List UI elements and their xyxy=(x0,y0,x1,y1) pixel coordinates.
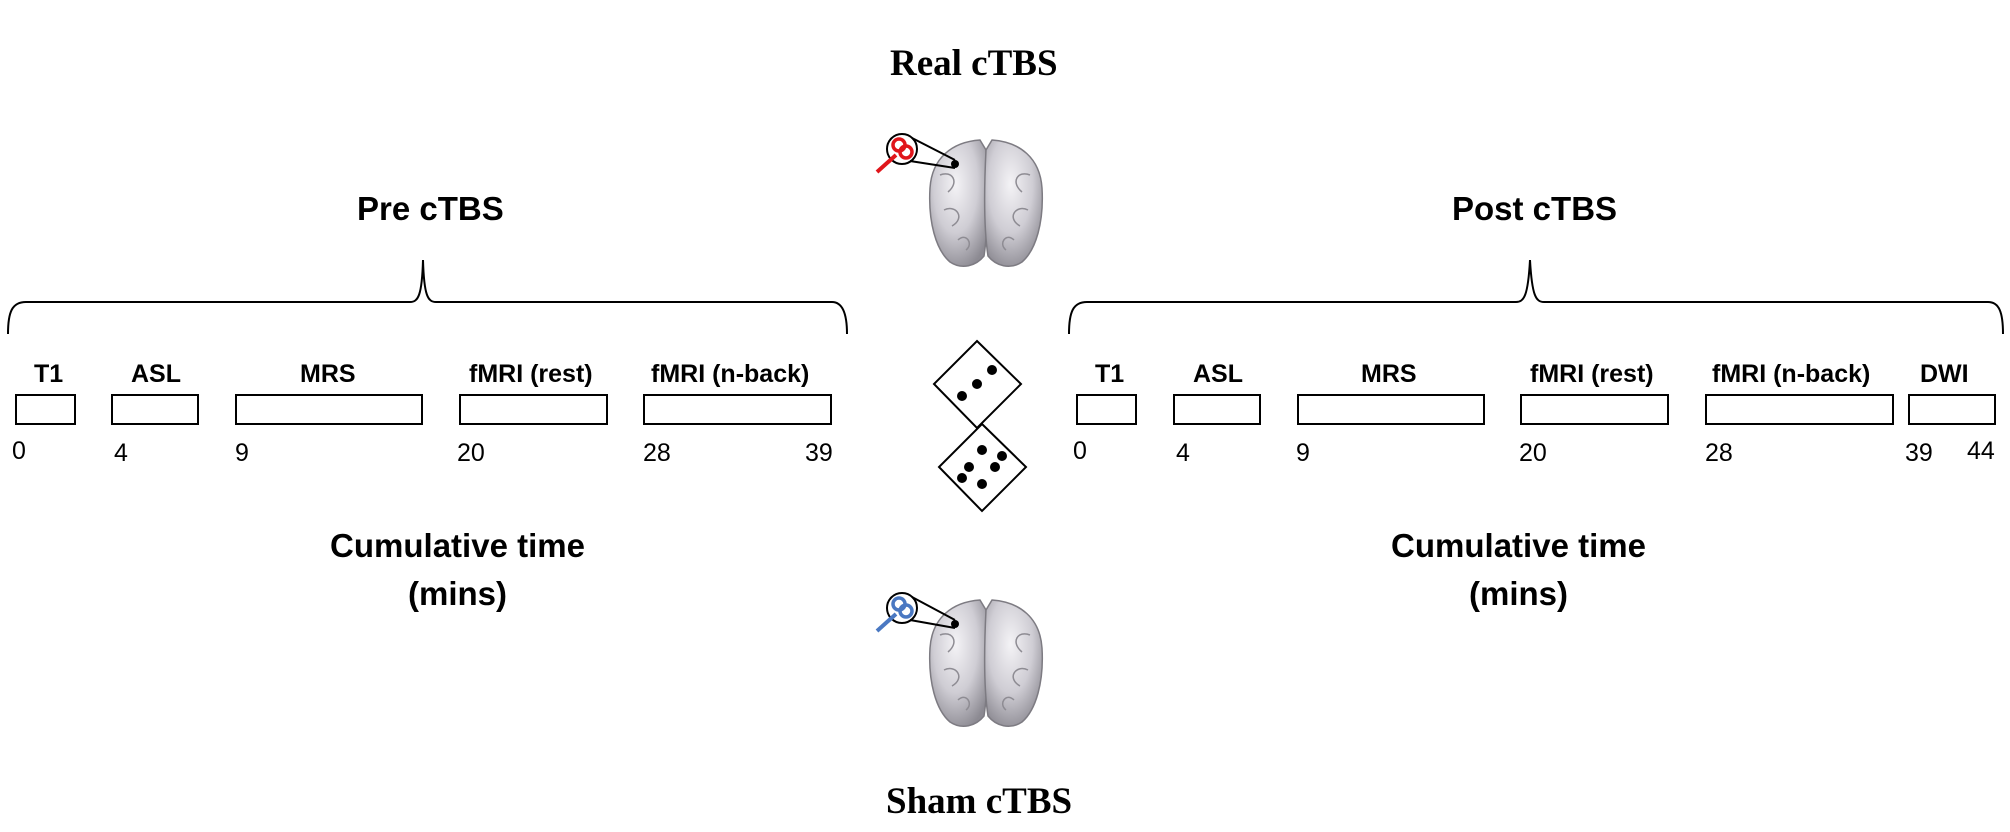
pre-box-t1 xyxy=(15,394,76,425)
post-label-fmri-rest: fMRI (rest) xyxy=(1530,360,1654,388)
post-box-fmri-nback xyxy=(1705,394,1894,425)
pre-label-asl: ASL xyxy=(131,360,181,388)
post-label-fmri-nback: fMRI (n-back) xyxy=(1712,360,1871,388)
sham-brain-icon xyxy=(928,599,1044,728)
pre-label-mrs: MRS xyxy=(300,360,356,388)
pre-time-9: 9 xyxy=(235,439,249,467)
dice-icon xyxy=(932,339,1028,513)
pre-label-fmri-rest: fMRI (rest) xyxy=(469,360,593,388)
post-cumulative-line2: (mins) xyxy=(1469,575,1568,612)
post-time-28: 28 xyxy=(1705,439,1733,467)
post-cumulative-line1: Cumulative time xyxy=(1391,527,1646,564)
post-label-t1: T1 xyxy=(1095,360,1125,388)
pre-box-fmri-nback xyxy=(643,394,832,425)
pre-cumulative-line1: Cumulative time xyxy=(330,527,585,564)
post-label-asl: ASL xyxy=(1193,360,1243,388)
pre-cumulative-time-label: Cumulative time (mins) xyxy=(325,522,590,618)
real-brain-icon xyxy=(928,139,1044,268)
pre-ctbs-heading: Pre cTBS xyxy=(357,190,504,227)
post-label-dwi: DWI xyxy=(1920,360,1969,388)
real-ctbs-title: Real cTBS xyxy=(890,43,1058,84)
sham-ctbs-title: Sham cTBS xyxy=(886,781,1073,822)
post-time-44: 44 xyxy=(1967,437,1995,465)
post-label-mrs: MRS xyxy=(1361,360,1417,388)
post-box-dwi xyxy=(1908,394,1996,425)
post-brace xyxy=(1068,259,2004,335)
real-coil-icon xyxy=(875,133,959,174)
pre-label-fmri-nback: fMRI (n-back) xyxy=(651,360,810,388)
pre-time-4: 4 xyxy=(114,439,128,467)
post-cumulative-time-label: Cumulative time (mins) xyxy=(1386,522,1651,618)
post-time-0: 0 xyxy=(1073,437,1087,465)
post-box-t1 xyxy=(1076,394,1137,425)
post-time-9: 9 xyxy=(1296,439,1310,467)
pre-cumulative-line2: (mins) xyxy=(408,575,507,612)
pre-box-asl xyxy=(111,394,199,425)
post-time-39: 39 xyxy=(1905,439,1933,467)
post-box-fmri-rest xyxy=(1520,394,1669,425)
pre-time-28: 28 xyxy=(643,439,671,467)
post-box-mrs xyxy=(1297,394,1485,425)
post-time-20: 20 xyxy=(1519,439,1547,467)
pre-box-fmri-rest xyxy=(459,394,608,425)
post-box-asl xyxy=(1173,394,1261,425)
sham-coil-icon xyxy=(875,592,959,633)
pre-label-t1: T1 xyxy=(34,360,64,388)
pre-box-mrs xyxy=(235,394,423,425)
post-time-4: 4 xyxy=(1176,439,1190,467)
pre-time-39: 39 xyxy=(805,439,833,467)
post-ctbs-heading: Post cTBS xyxy=(1452,190,1618,227)
pre-time-20: 20 xyxy=(457,439,485,467)
pre-brace xyxy=(7,259,848,335)
pre-time-0: 0 xyxy=(12,437,26,465)
